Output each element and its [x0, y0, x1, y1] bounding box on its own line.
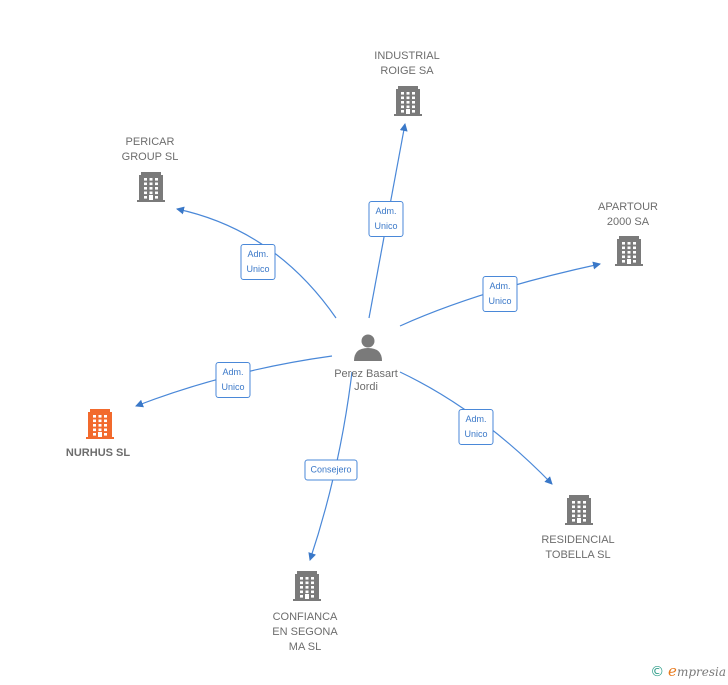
- relation-label-pericar-group-sl: Adm. Unico: [240, 244, 276, 280]
- footer-brand: © empresia: [650, 662, 726, 680]
- copyright-symbol: ©: [650, 664, 665, 680]
- company-label-confianca-en-segona-ma-sl[interactable]: CONFIANCA EN SEGONA MA SL: [272, 611, 338, 653]
- building-icon[interactable]: [394, 86, 422, 116]
- building-icon[interactable]: [137, 172, 165, 202]
- brand-initial: e: [668, 662, 677, 680]
- company-label-nurhus-sl[interactable]: NURHUS SL: [65, 447, 131, 459]
- company-label-apartour-2000-sa[interactable]: APARTOUR 2000 SA: [598, 201, 658, 228]
- building-icon[interactable]: [86, 409, 114, 439]
- relation-label-confianca-en-segona-ma-sl: Consejero: [304, 459, 358, 481]
- building-icon[interactable]: [565, 495, 593, 525]
- relation-label-industrial-roige-sa: Adm. Unico: [368, 201, 404, 237]
- relation-label-nurhus-sl: Adm. Unico: [215, 362, 251, 398]
- relation-label-residencial-tobella-sl: Adm. Unico: [458, 409, 494, 445]
- company-label-industrial-roige-sa[interactable]: INDUSTRIAL ROIGE SA: [374, 50, 440, 77]
- brand-name: mpresia: [676, 665, 726, 679]
- company-label-residencial-tobella-sl[interactable]: RESIDENCIAL TOBELLA SL: [541, 534, 615, 561]
- relation-label-apartour-2000-sa: Adm. Unico: [482, 276, 518, 312]
- building-icon[interactable]: [293, 571, 321, 601]
- person-icon[interactable]: [354, 334, 382, 362]
- person-name-label[interactable]: Perez Basart Jordi: [334, 368, 398, 393]
- building-icon[interactable]: [615, 236, 643, 266]
- company-label-pericar-group-sl[interactable]: PERICAR GROUP SL: [121, 136, 179, 163]
